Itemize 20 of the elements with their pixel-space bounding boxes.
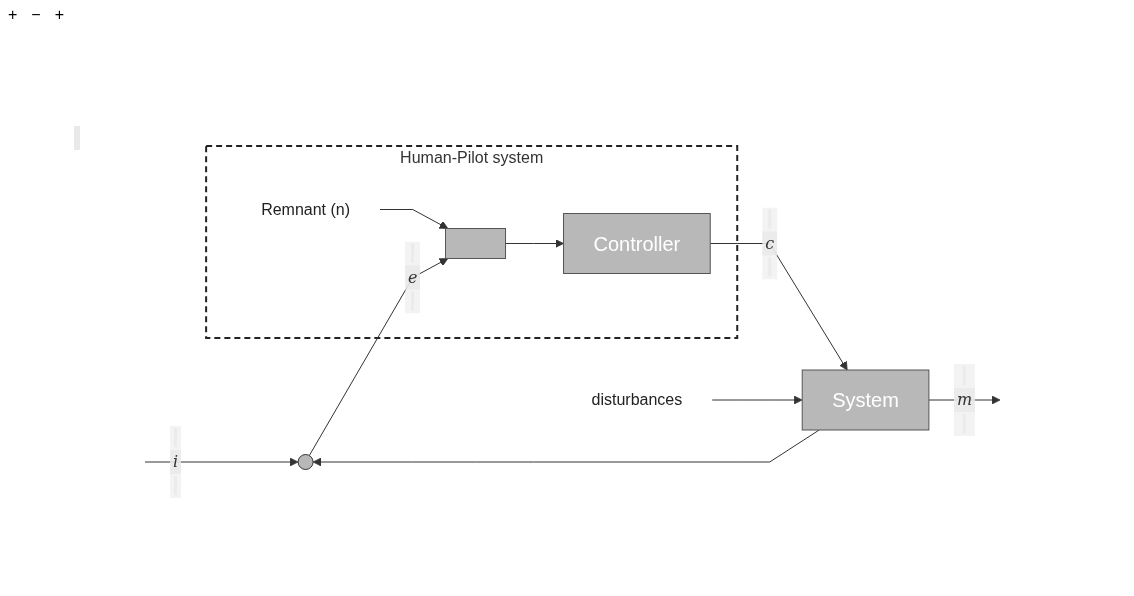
node-box [445, 228, 506, 259]
sign-label: + [8, 6, 18, 24]
sign-label: + [54, 6, 65, 24]
node-box: Controller [563, 213, 711, 274]
arrow [144, 457, 299, 467]
arrow [379, 209, 449, 229]
node-box: System [801, 369, 930, 431]
edge-label: m [956, 390, 973, 409]
arrow [308, 258, 449, 456]
sign-label: − [31, 6, 41, 24]
node-text: disturbances [591, 391, 683, 408]
arrow [505, 239, 564, 248]
node-circle [297, 454, 314, 470]
arrow [709, 243, 848, 371]
edge-label: c [765, 233, 775, 253]
arrow [711, 395, 803, 405]
node-text: Remnant (n) [261, 200, 351, 218]
edge-label: e [408, 267, 418, 287]
arrow [312, 429, 820, 467]
edge-label: i [172, 452, 179, 471]
